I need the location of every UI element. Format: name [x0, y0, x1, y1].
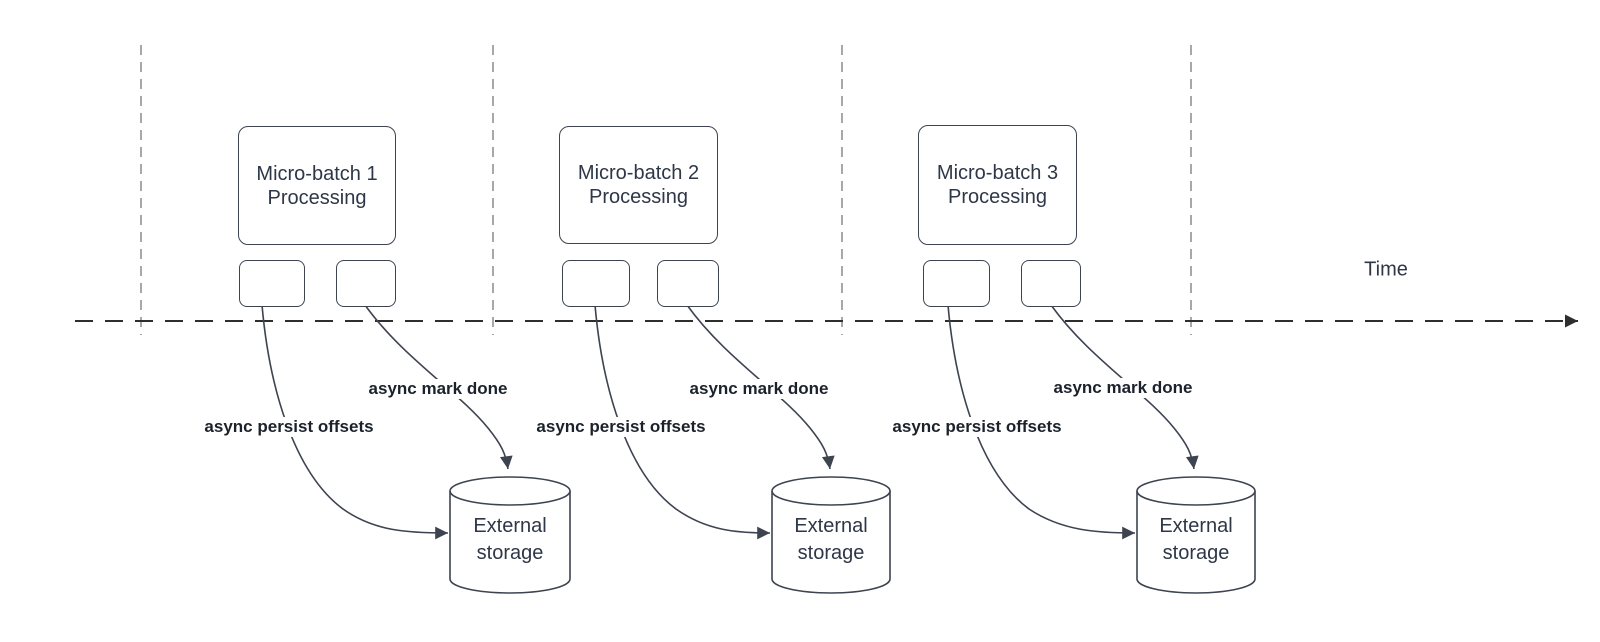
cylinder-lip-2	[771, 490, 891, 506]
cylinder-lip-1	[449, 490, 571, 506]
micro-batch-2-subtitle: Processing	[589, 186, 688, 208]
external-storage-label-3-line2: storage	[1162, 542, 1230, 564]
mark-done-arrow-2	[686, 304, 835, 470]
async-persist-offsets-label-2: async persist offsets	[534, 417, 708, 437]
micro-batch-1-subtitle: Processing	[267, 186, 367, 209]
micro-batch-2-title: Micro-batch 2	[577, 162, 700, 184]
micro-batch-1-title: Micro-batch 1	[256, 162, 378, 185]
cylinder-lip-3	[1136, 490, 1256, 506]
mark-done-arrow-1	[364, 304, 513, 470]
commit-task-box-1	[336, 260, 396, 307]
commit-task-box-2	[657, 260, 719, 307]
external-storage-label-3: External storage	[1137, 513, 1255, 567]
async-persist-offsets-label-1: async persist offsets	[202, 417, 376, 437]
external-storage-label-1-line1: External	[473, 515, 547, 537]
micro-batch-2-processing-box: Micro-batch 2 Processing	[559, 126, 718, 244]
async-mark-done-label-1: async mark done	[366, 379, 510, 399]
micro-batch-3-processing-box: Micro-batch 3 Processing	[918, 125, 1077, 245]
offset-task-box-3	[923, 260, 990, 307]
commit-task-box-3	[1021, 260, 1081, 307]
micro-batch-3-processing-text: Micro-batch 3 Processing	[937, 161, 1058, 209]
external-storage-label-1-line2: storage	[476, 542, 544, 564]
async-mark-done-label-3: async mark done	[1051, 378, 1195, 398]
external-storage-cylinder-2	[771, 476, 891, 594]
micro-batch-3-title: Micro-batch 3	[936, 162, 1059, 184]
external-storage-label-2-line1: External	[794, 515, 868, 537]
external-storage-label-2: External storage	[772, 513, 890, 567]
offset-task-box-2	[562, 260, 630, 307]
micro-batch-3-subtitle: Processing	[948, 186, 1047, 208]
external-storage-label-1: External storage	[450, 513, 570, 567]
persist-offsets-arrow-3	[947, 304, 1136, 540]
mark-done-arrow-3	[1050, 304, 1199, 470]
micro-batch-1-processing-text: Micro-batch 1 Processing	[256, 162, 377, 210]
external-storage-label-3-line1: External	[1159, 515, 1233, 537]
offset-task-box-1	[239, 260, 305, 307]
external-storage-cylinder-3	[1136, 476, 1256, 594]
micro-batch-2-processing-text: Micro-batch 2 Processing	[578, 161, 699, 209]
time-axis-label: Time	[1364, 258, 1408, 281]
external-storage-cylinder-1	[449, 476, 571, 594]
external-storage-label-2-line2: storage	[797, 542, 865, 564]
persist-offsets-arrow-2	[594, 304, 771, 540]
persist-offsets-arrow-1	[261, 304, 449, 540]
async-mark-done-label-2: async mark done	[687, 379, 831, 399]
micro-batch-1-processing-box: Micro-batch 1 Processing	[238, 126, 396, 245]
async-persist-offsets-label-3: async persist offsets	[890, 417, 1064, 437]
